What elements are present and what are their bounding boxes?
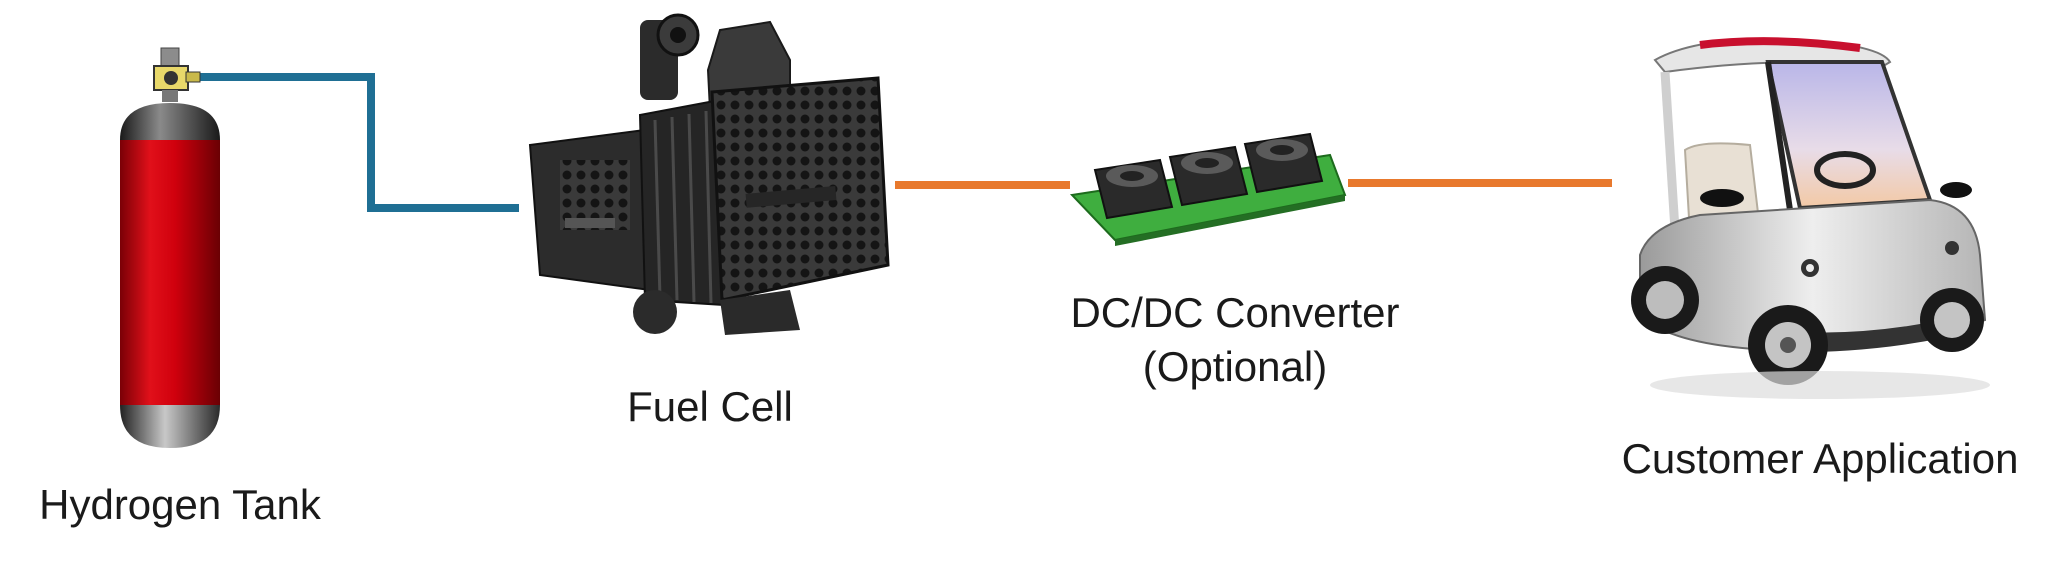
converter-label-line-2: (Optional) [1142,343,1328,390]
hydrogen-tank-icon [120,47,220,448]
fuel-cell-label: Fuel Cell [627,383,793,430]
hydrogen-supply-line [200,73,519,212]
fuel-cell-stack-icon [528,13,890,335]
dc-dc-converter-board-icon [1069,132,1347,246]
converter-label-line-1: DC/DC Converter [1070,289,1400,336]
customer-application-label: Customer Application [1621,435,2019,482]
electric-cart-icon [1631,37,1990,399]
hydrogen-tank-label: Hydrogen Tank [39,481,321,528]
